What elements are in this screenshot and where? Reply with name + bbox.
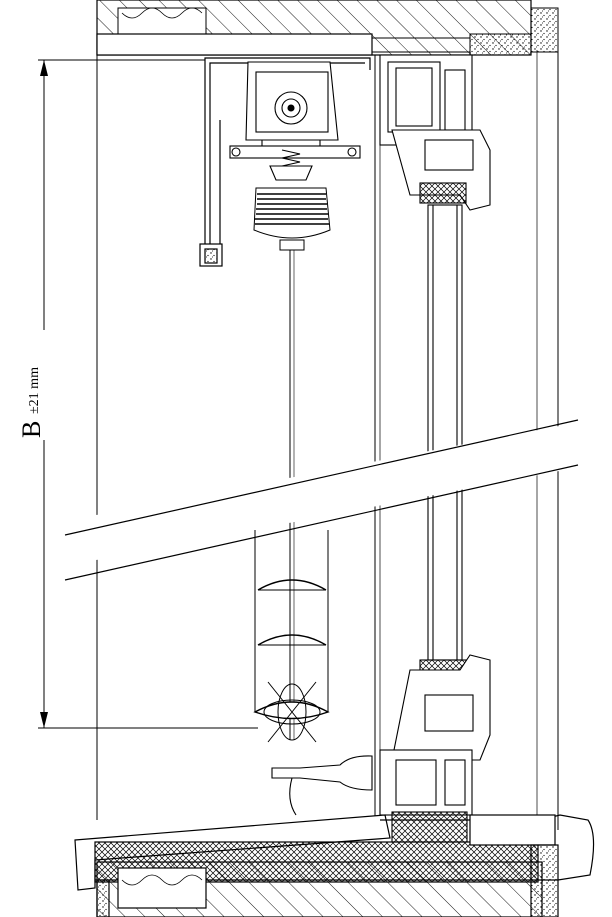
dimension-tolerance: ±21 mm — [27, 367, 42, 414]
frame-bottom-profile — [379, 749, 473, 816]
glazing-seal-top — [419, 182, 467, 204]
tilt-knob-horizontal — [263, 699, 321, 725]
drum-outlet — [279, 239, 305, 251]
break-lines — [60, 419, 580, 581]
bottom-insulation-block — [117, 867, 207, 909]
plaster-bottom — [96, 879, 110, 917]
head-neck — [269, 165, 313, 181]
tilt-cross — [267, 681, 317, 743]
head-screw-right — [347, 147, 357, 157]
lintel-insulation-block — [117, 7, 207, 35]
break-line-bottom — [64, 464, 579, 581]
bottom-rail — [253, 701, 330, 720]
drum-body — [253, 187, 331, 239]
top-lintel — [96, 0, 559, 56]
break-line-top — [64, 419, 579, 536]
insulation-wave — [121, 7, 203, 19]
bottom-wall — [96, 844, 559, 917]
crank-handle — [271, 755, 373, 816]
handle-cord — [289, 777, 297, 816]
window-frame — [379, 54, 491, 843]
top-seal-strip — [371, 37, 471, 53]
winding-head — [229, 61, 361, 181]
head-base-plate — [229, 145, 361, 159]
tilt-knob-vertical — [277, 683, 307, 741]
sill-end-block — [469, 814, 556, 846]
lintel-cover-board — [96, 33, 373, 56]
sash-bottom-profile — [391, 654, 491, 761]
handle-body — [271, 755, 373, 791]
cord-drum — [253, 187, 331, 251]
drum-windings — [255, 193, 329, 225]
dimension-b: B ±21 mm — [17, 59, 258, 729]
head-screw-left — [231, 147, 241, 157]
lamella-stack — [253, 530, 330, 743]
dimension-letter: B — [17, 421, 46, 438]
sill-insulation — [391, 811, 468, 843]
plaster-top — [469, 33, 532, 56]
head-inner-frame — [255, 71, 329, 133]
glass-pane — [427, 204, 463, 661]
render-top — [530, 7, 559, 53]
spring — [281, 149, 301, 167]
winding-spool-axle — [287, 104, 295, 112]
render-bottom — [530, 844, 559, 917]
